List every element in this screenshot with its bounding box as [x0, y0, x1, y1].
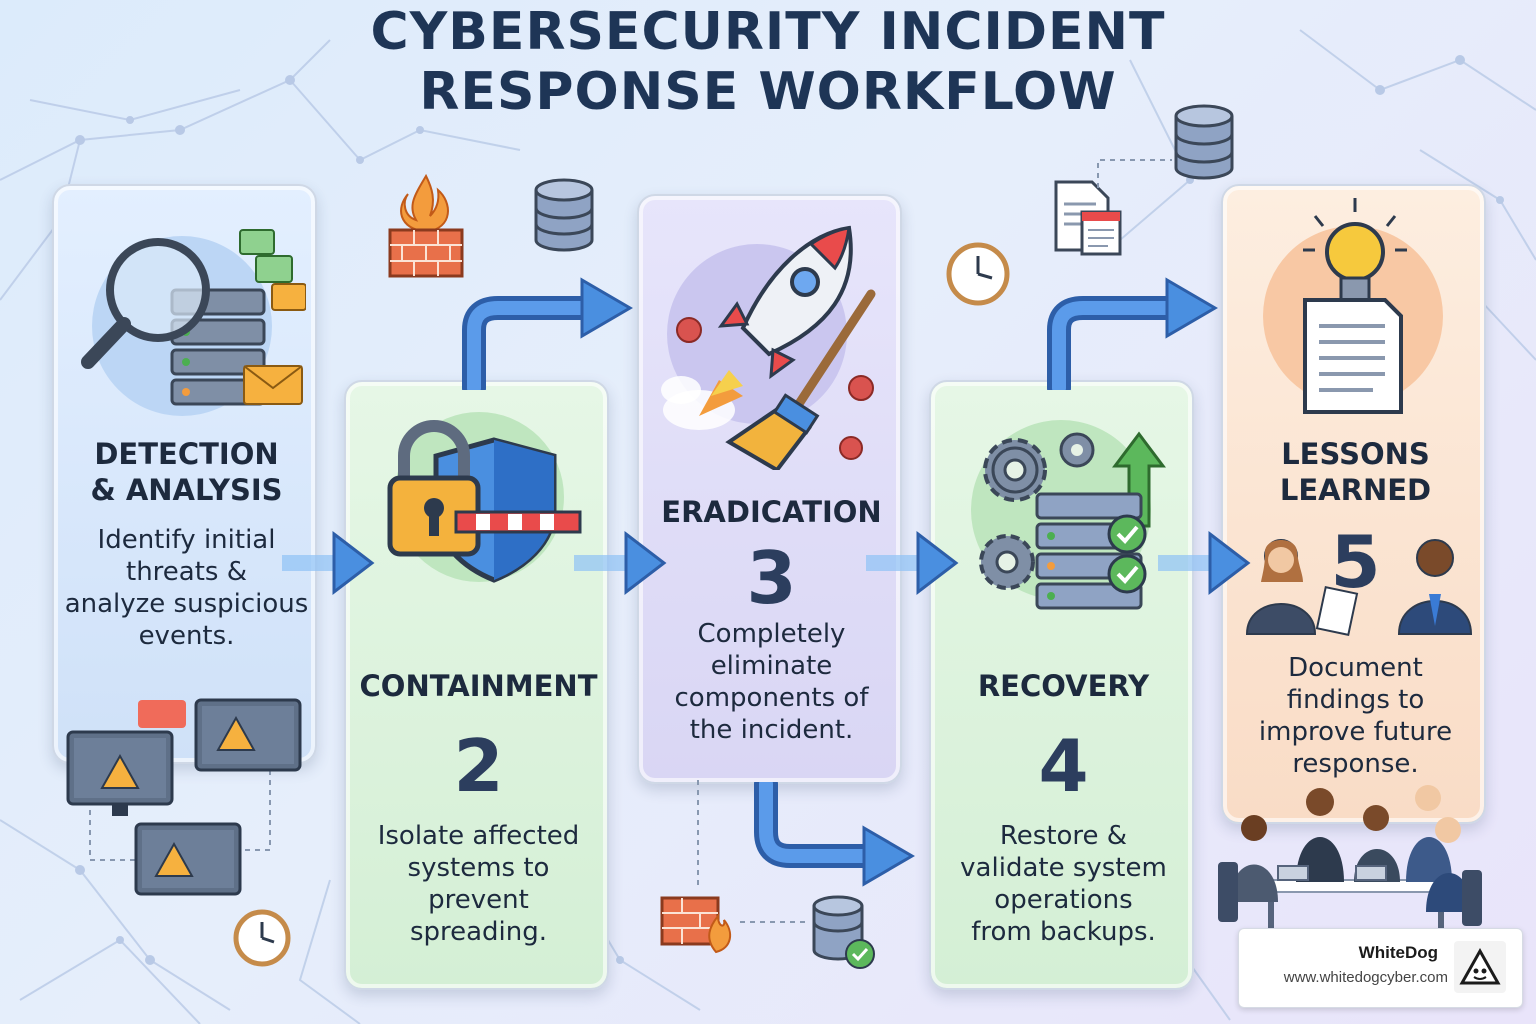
step-heading: CONTAINMENT [346, 668, 611, 704]
desc-line: analyze suspicious [64, 589, 309, 619]
flow-arrow-up-right [1047, 277, 1218, 390]
flow-arrow-right [574, 530, 667, 596]
dog-logo-icon [1454, 941, 1506, 993]
brand-badge[interactable]: WhiteDog www.whitedogcyber.com [1238, 928, 1523, 1008]
desc-line: Restore & [999, 821, 1128, 851]
desc-line: validate system [960, 853, 1167, 883]
database-icon [534, 178, 594, 252]
desc-line: systems to [407, 853, 550, 883]
heading-line-1: CONTAINMENT [359, 669, 598, 703]
heading-line-2: & ANALYSIS [90, 473, 283, 507]
step-heading: ERADICATION [639, 494, 904, 530]
desc-line: response. [1292, 749, 1419, 779]
firewall-icon [388, 173, 464, 278]
step-card-detection: DETECTION & ANALYSIS Identify initial th… [52, 184, 317, 764]
desc-line: findings to [1286, 685, 1425, 715]
connector-line [1097, 159, 1172, 188]
step-description: Isolate affected systems to prevent spre… [346, 820, 611, 948]
database-icon [1174, 104, 1234, 180]
alert-monitors-icon [66, 698, 302, 896]
flow-arrow-up-right [462, 277, 633, 390]
step-description: Restore & validate system operations fro… [931, 820, 1196, 948]
clock-icon [233, 909, 291, 967]
flow-arrow-right [866, 530, 959, 596]
magnifier-server-icon [81, 229, 306, 406]
step-heading: LESSONS LEARNED [1223, 436, 1488, 508]
desc-line: operations [994, 885, 1133, 915]
brand-name: WhiteDog [1358, 943, 1438, 962]
brand-url[interactable]: www.whitedogcyber.com [1283, 969, 1448, 986]
step-description: Identify initial threats & analyze suspi… [54, 524, 319, 652]
desc-line: from backups. [971, 917, 1156, 947]
page-title: CYBERSECURITY INCIDENT RESPONSE WORKFLOW [0, 2, 1536, 122]
heading-line-1: DETECTION [94, 437, 279, 471]
desc-line: improve future [1258, 717, 1453, 747]
title-line-1: CYBERSECURITY INCIDENT [370, 2, 1166, 62]
step-card-recovery: RECOVERY 4 Restore & validate system ope… [929, 380, 1194, 990]
team-discussion-icon [1245, 539, 1473, 637]
flow-arrow-right [282, 530, 375, 596]
step-heading: DETECTION & ANALYSIS [54, 436, 319, 508]
desc-line: threats & [126, 557, 247, 587]
lightbulb-document-icon [1303, 198, 1407, 414]
step-number: 2 [453, 724, 504, 808]
clock-icon [946, 242, 1010, 306]
lock-shield-icon [387, 420, 582, 583]
desc-line: Completely [697, 619, 846, 649]
step-heading: RECOVERY [931, 668, 1196, 704]
connector-line [697, 780, 699, 890]
step-description: Completely eliminate components of the i… [639, 618, 904, 746]
heading-line-1: ERADICATION [661, 495, 882, 529]
step-number: 5 [1330, 520, 1381, 604]
flow-arrow-right [1158, 530, 1251, 596]
desc-line: Document [1288, 653, 1423, 683]
desc-line: events. [138, 621, 235, 651]
rocket-broom-icon [661, 225, 876, 470]
step-card-containment: CONTAINMENT 2 Isolate affected systems t… [344, 380, 609, 990]
team-meeting-icon [1218, 785, 1482, 930]
desc-line: components of [674, 683, 869, 713]
desc-line: the incident. [689, 715, 854, 745]
heading-line-1: LESSONS [1281, 437, 1430, 471]
step-card-lessons-learned: LESSONS LEARNED 5 Document findings to i… [1221, 184, 1486, 824]
desc-line: eliminate [710, 651, 833, 681]
step-description: Document findings to improve future resp… [1223, 652, 1488, 780]
title-line-2: RESPONSE WORKFLOW [419, 62, 1117, 122]
firewall-backup-icons [660, 895, 875, 969]
flow-arrow-down-right [754, 782, 915, 887]
desc-line: prevent [428, 885, 529, 915]
desc-line: spreading. [409, 917, 548, 947]
desc-line: Isolate affected [377, 821, 580, 851]
step-number: 4 [1038, 724, 1089, 808]
report-document-icon [1054, 180, 1122, 256]
step-card-eradication: ERADICATION 3 Completely eliminate compo… [637, 194, 902, 784]
heading-line-2: LEARNED [1279, 473, 1432, 507]
heading-line-1: RECOVERY [977, 669, 1150, 703]
desc-line: Identify initial [97, 525, 276, 555]
gears-server-icon [979, 431, 1166, 610]
step-number: 3 [746, 536, 797, 620]
